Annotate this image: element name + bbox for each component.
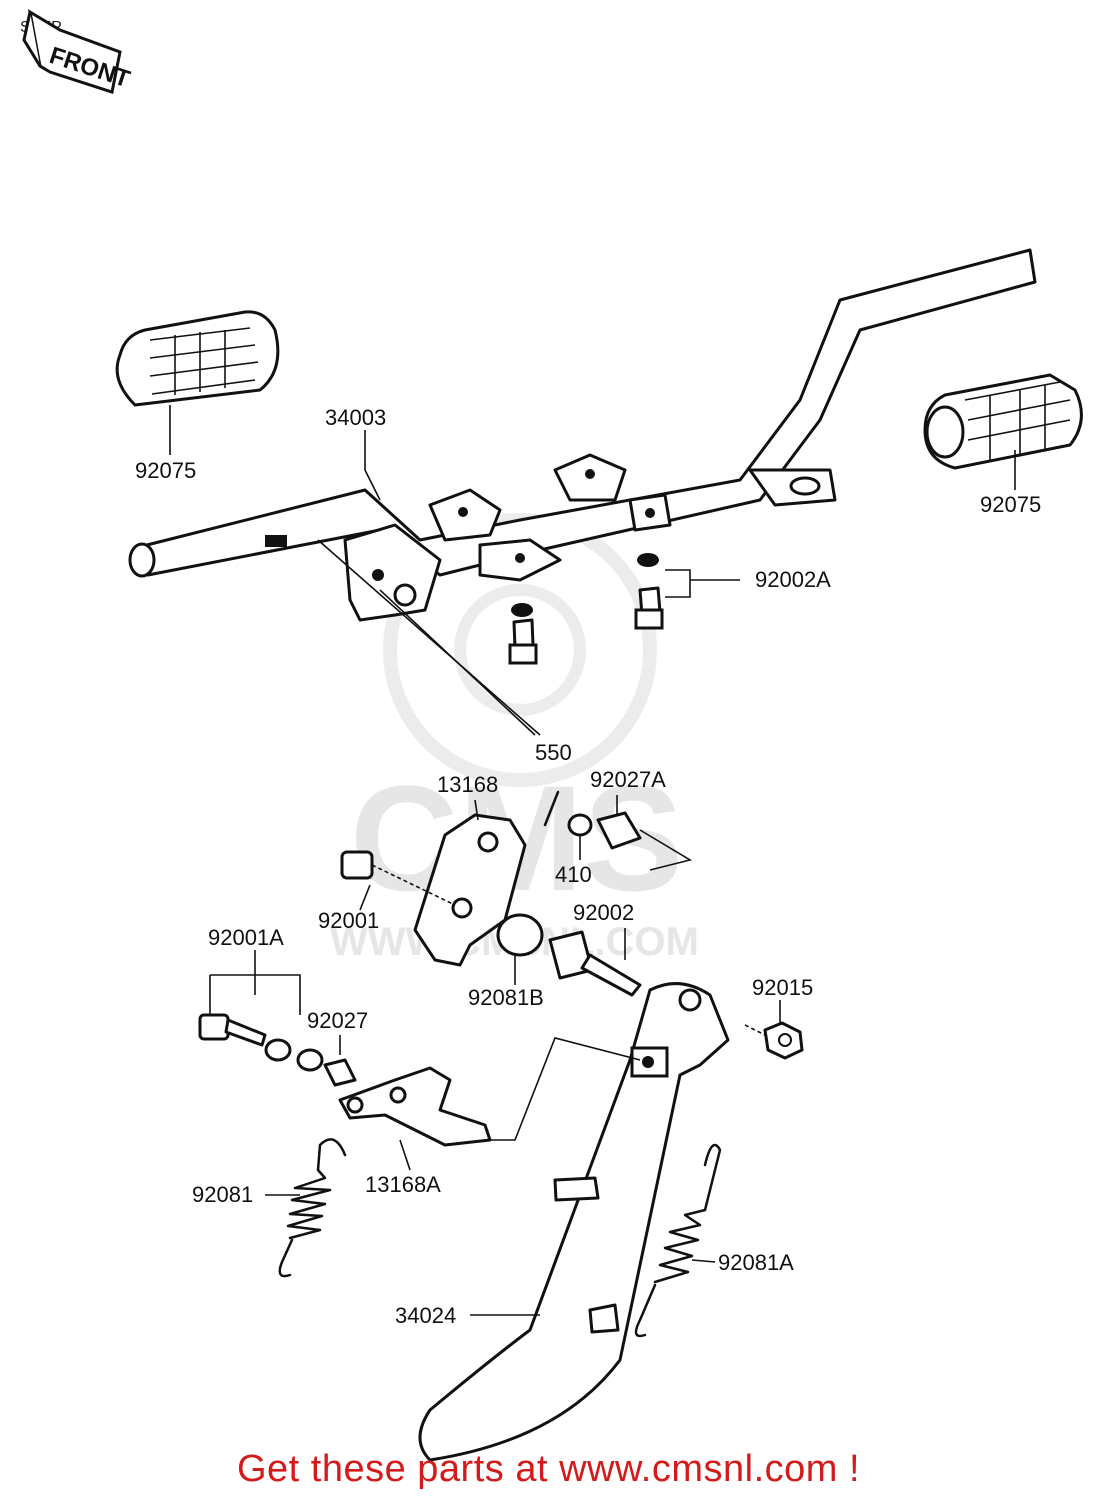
spring-92081: [278, 1138, 347, 1278]
pin-washer-collar: [543, 790, 693, 871]
part-label-34003: 34003: [325, 405, 386, 430]
part-label-92081A: 92081A: [718, 1250, 794, 1275]
spacer-and-bolt: [496, 913, 642, 997]
part-label-92001A: 92001A: [208, 925, 284, 950]
stand-bracket: [413, 813, 527, 967]
stand-arm: [338, 1037, 641, 1147]
part-label-92002: 92002: [573, 900, 634, 925]
side-stand: [418, 982, 730, 1462]
part-label-92027: 92027: [307, 1008, 368, 1033]
bolts-92002A: [508, 553, 664, 665]
leader-lines: [169, 405, 1016, 1316]
part-label-13168: 13168: [437, 772, 498, 797]
part-labels: 34003 92075 92075 92002A 550 13168 92027…: [135, 405, 1041, 1328]
footer-link-text[interactable]: Get these parts at www.cmsnl.com !: [236, 1448, 861, 1490]
part-label-92027A: 92027A: [590, 767, 666, 792]
front-arrow-icon: FRONT: [22, 9, 133, 94]
part-label-92081: 92081: [192, 1182, 253, 1207]
part-label-92015: 92015: [752, 975, 813, 1000]
part-label-410: 410: [555, 862, 592, 887]
part-label-34024: 34024: [395, 1303, 456, 1328]
step-bar-assembly: [128, 248, 1037, 622]
nut-92015: [744, 1021, 804, 1060]
left-footpeg: [115, 310, 280, 407]
spring-92081A: [634, 1143, 722, 1338]
part-label-92081B: 92081B: [468, 985, 544, 1010]
part-label-13168A: 13168A: [365, 1172, 441, 1197]
bolt-92001: [340, 850, 456, 906]
part-label-92002A: 92002A: [755, 567, 831, 592]
part-label-550: 550: [535, 740, 572, 765]
right-footpeg: [923, 373, 1083, 470]
part-label-92001: 92001: [318, 908, 379, 933]
bolt-washers-92001A: [198, 1013, 357, 1087]
part-label-92075-right: 92075: [980, 492, 1041, 517]
part-label-92075-left: 92075: [135, 458, 196, 483]
